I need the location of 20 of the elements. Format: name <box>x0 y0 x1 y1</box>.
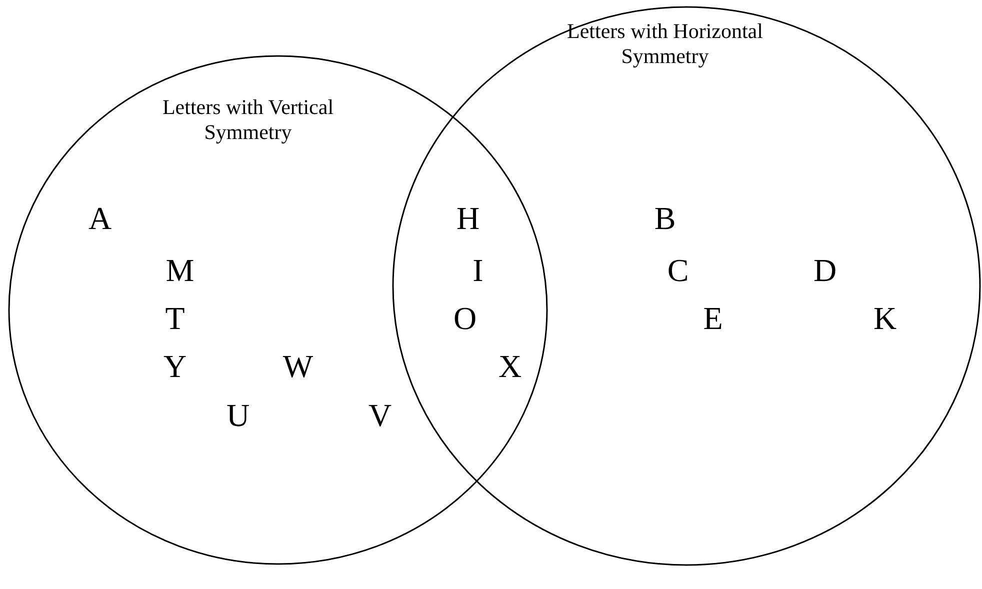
letter-label: X <box>498 349 522 383</box>
letter-label: H <box>456 201 480 235</box>
letter-label: K <box>873 301 897 335</box>
circle-title: Letters with Vertical Symmetry <box>161 95 335 145</box>
letter-label: I <box>472 253 484 287</box>
venn-circle <box>8 55 548 565</box>
letter-label: Y <box>163 349 187 383</box>
letter-label: E <box>703 301 723 335</box>
letter-label: V <box>368 398 392 432</box>
letter-label: D <box>813 253 837 287</box>
venn-circle <box>392 6 981 566</box>
circle-title: Letters with Horizontal Symmetry <box>566 19 764 69</box>
letter-label: W <box>282 349 314 383</box>
letter-label: T <box>165 301 185 335</box>
letter-label: C <box>667 253 689 287</box>
letter-label: A <box>88 201 112 235</box>
letter-label: B <box>654 201 676 235</box>
letter-label: U <box>226 398 250 432</box>
letter-label: O <box>453 301 477 335</box>
letter-label: M <box>166 253 194 287</box>
